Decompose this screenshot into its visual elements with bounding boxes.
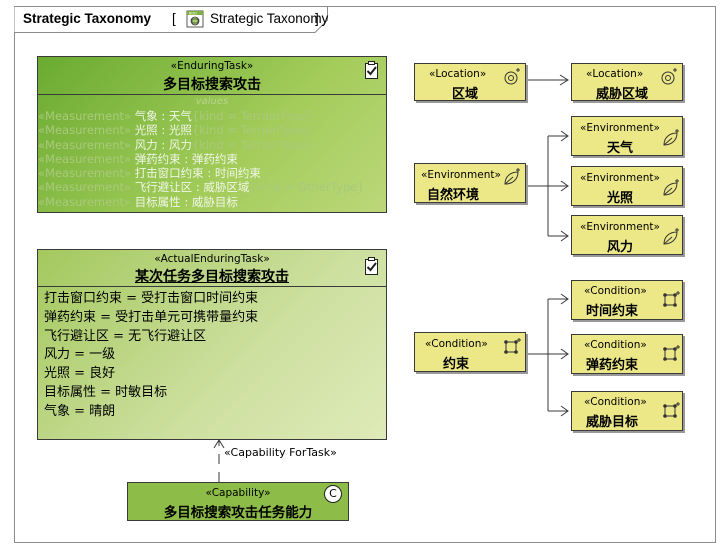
- actual-task-block[interactable]: «ActualEnduringTask» 某次任务多目标搜索攻击 打击窗口约束 …: [37, 249, 387, 440]
- condition-stereotype: «Condition»: [584, 396, 647, 408]
- location-stereotype: «Location»: [586, 68, 644, 80]
- enduring-task-block[interactable]: «EnduringTask» 多目标搜索攻击 values «Measureme…: [37, 56, 387, 213]
- environment-name: 自然环境: [427, 188, 480, 203]
- leaf-icon: [504, 168, 520, 185]
- environment-stereotype: «Environment»: [421, 169, 501, 181]
- measurement-stereotype: «Measurement»: [38, 109, 132, 123]
- diagram-title: Strategic Taxonomy: [23, 11, 152, 26]
- value-property-row[interactable]: «Measurement» 飞行避让区 : 威胁区域{kind = OtherT…: [38, 180, 364, 194]
- value-property-tag: {kind = TerrainType}: [191, 123, 314, 138]
- measurement-stereotype: «Measurement»: [38, 166, 132, 181]
- value-property-tag: {kind = TerrainType}: [191, 109, 314, 123]
- environment-block-natural[interactable]: «Environment» 自然环境: [414, 163, 526, 203]
- svg-text:BDD: BDD: [189, 12, 197, 16]
- capability-stereotype: «Capability»: [205, 487, 271, 499]
- bracket-close: ]: [315, 11, 319, 26]
- leaf-icon: [663, 228, 679, 245]
- value-property-row[interactable]: «Measurement» 目标属性 : 威胁目标: [38, 195, 364, 209]
- capability-block[interactable]: «Capability» 多目标搜索攻击任务能力 C: [127, 482, 349, 521]
- task-icon: [365, 61, 378, 79]
- condition-block-threat-target[interactable]: «Condition» 威胁目标: [571, 391, 683, 431]
- slot-row[interactable]: 风力 = 一级: [44, 347, 116, 363]
- diagram-subtitle: Strategic Taxonomy: [210, 11, 329, 26]
- condition-icon: [504, 338, 521, 354]
- actual-task-stereotype: «ActualEnduringTask»: [154, 253, 270, 265]
- slot-row[interactable]: 飞行避让区 = 无飞行避让区: [44, 328, 207, 344]
- condition-stereotype: «Condition»: [584, 339, 647, 351]
- environment-stereotype: «Environment»: [580, 172, 660, 184]
- environment-block-wind[interactable]: «Environment» 风力: [571, 215, 683, 255]
- value-property-row[interactable]: «Measurement» 弹药约束 : 弹药约束: [38, 152, 364, 166]
- condition-name: 威胁目标: [586, 415, 639, 430]
- environment-name: 光照: [606, 191, 633, 206]
- measurement-stereotype: «Measurement»: [38, 180, 132, 195]
- values-compartment-label: values: [195, 96, 229, 107]
- condition-icon: [663, 345, 680, 361]
- measurement-stereotype: «Measurement»: [38, 194, 132, 209]
- location-name: 威胁区域: [595, 87, 648, 102]
- slot-row[interactable]: 光照 = 良好: [44, 366, 116, 382]
- value-property-tag: {kind = TerrainType}: [191, 137, 314, 152]
- location-name: 区域: [451, 87, 478, 102]
- value-property-row[interactable]: «Measurement» 光照 : 光照{kind = TerrainType…: [38, 123, 364, 137]
- value-property-text: 弹药约束 : 弹药约束: [134, 151, 238, 166]
- actual-task-divider: [38, 286, 386, 287]
- condition-block-constraint[interactable]: «Condition» 约束: [414, 332, 526, 372]
- tab-outline: [14, 6, 328, 33]
- diagram-tab[interactable]: Strategic Taxonomy [ BDD Strategic Taxon…: [14, 6, 329, 33]
- value-property-text: 飞行避让区 : 威胁区域: [134, 180, 250, 195]
- environment-block-light[interactable]: «Environment» 光照: [571, 166, 683, 206]
- value-property-text: 打击窗口约束 : 时间约束: [134, 166, 261, 181]
- value-property-row[interactable]: «Measurement» 气象 : 天气{kind = TerrainType…: [38, 109, 364, 123]
- environment-stereotype: «Environment»: [580, 221, 660, 233]
- value-property-row[interactable]: «Measurement» 打击窗口约束 : 时间约束: [38, 166, 364, 180]
- condition-stereotype: «Condition»: [425, 338, 488, 350]
- slot-row[interactable]: 打击窗口约束 = 受打击窗口时间约束: [44, 291, 259, 306]
- enduring-task-name: 多目标搜索攻击: [163, 77, 261, 93]
- environment-stereotype: «Environment»: [580, 122, 660, 134]
- measurement-stereotype: «Measurement»: [38, 151, 132, 166]
- measurement-stereotype: «Measurement»: [38, 137, 132, 152]
- leaf-icon: [663, 129, 679, 146]
- capability-name: 多目标搜索攻击任务能力: [163, 505, 313, 521]
- condition-name: 约束: [443, 357, 470, 372]
- capability-for-task-label: «Capability ForTask»: [224, 446, 337, 459]
- slot-row[interactable]: 弹药约束 = 受打击单元可携带量约束: [44, 309, 259, 325]
- environment-name: 风力: [606, 240, 633, 255]
- values-compartment: «Measurement» 气象 : 天气{kind = TerrainType…: [38, 109, 364, 209]
- enduring-task-stereotype: «EnduringTask»: [170, 60, 254, 72]
- enduring-task-divider: [38, 94, 386, 95]
- value-property-text: 风力 : 风力: [134, 137, 192, 152]
- condition-icon: [663, 291, 680, 307]
- location-block-threat-area[interactable]: «Location» 威胁区域: [571, 63, 683, 102]
- environment-name: 天气: [606, 141, 633, 156]
- value-property-text: 气象 : 天气: [134, 109, 192, 123]
- slot-compartment: 打击窗口约束 = 受打击窗口时间约束弹药约束 = 受打击单元可携带量约束飞行避让…: [44, 290, 258, 422]
- location-stereotype: «Location»: [429, 68, 487, 80]
- diagram-type-icon: BDD: [186, 10, 204, 28]
- slot-row[interactable]: 气象 = 晴朗: [44, 403, 116, 419]
- condition-icon: [663, 402, 680, 418]
- bracket-open: [: [172, 11, 176, 26]
- condition-stereotype: «Condition»: [584, 285, 647, 297]
- condition-name: 弹药约束: [586, 358, 639, 373]
- value-property-text: 目标属性 : 威胁目标: [134, 194, 238, 209]
- condition-block-time[interactable]: «Condition» 时间约束: [571, 280, 683, 320]
- value-property-row[interactable]: «Measurement» 风力 : 风力{kind = TerrainType…: [38, 138, 364, 152]
- slot-row[interactable]: 目标属性 = 时敏目标: [44, 384, 168, 400]
- location-block-area[interactable]: «Location» 区域: [414, 63, 526, 102]
- actual-task-name: 某次任务多目标搜索攻击: [135, 269, 289, 285]
- leaf-icon: [663, 179, 679, 196]
- value-property-text: 光照 : 光照: [134, 123, 192, 138]
- environment-block-weather[interactable]: «Environment» 天气: [571, 116, 683, 156]
- measurement-stereotype: «Measurement»: [38, 123, 132, 138]
- condition-block-ammo[interactable]: «Condition» 弹药约束: [571, 334, 683, 374]
- value-property-tag: {kind = OtherType}: [249, 180, 365, 195]
- condition-name: 时间约束: [586, 304, 639, 319]
- task-icon: [365, 257, 378, 275]
- location-icon: [661, 68, 677, 85]
- location-icon: [504, 68, 520, 85]
- capability-icon: C: [324, 485, 342, 503]
